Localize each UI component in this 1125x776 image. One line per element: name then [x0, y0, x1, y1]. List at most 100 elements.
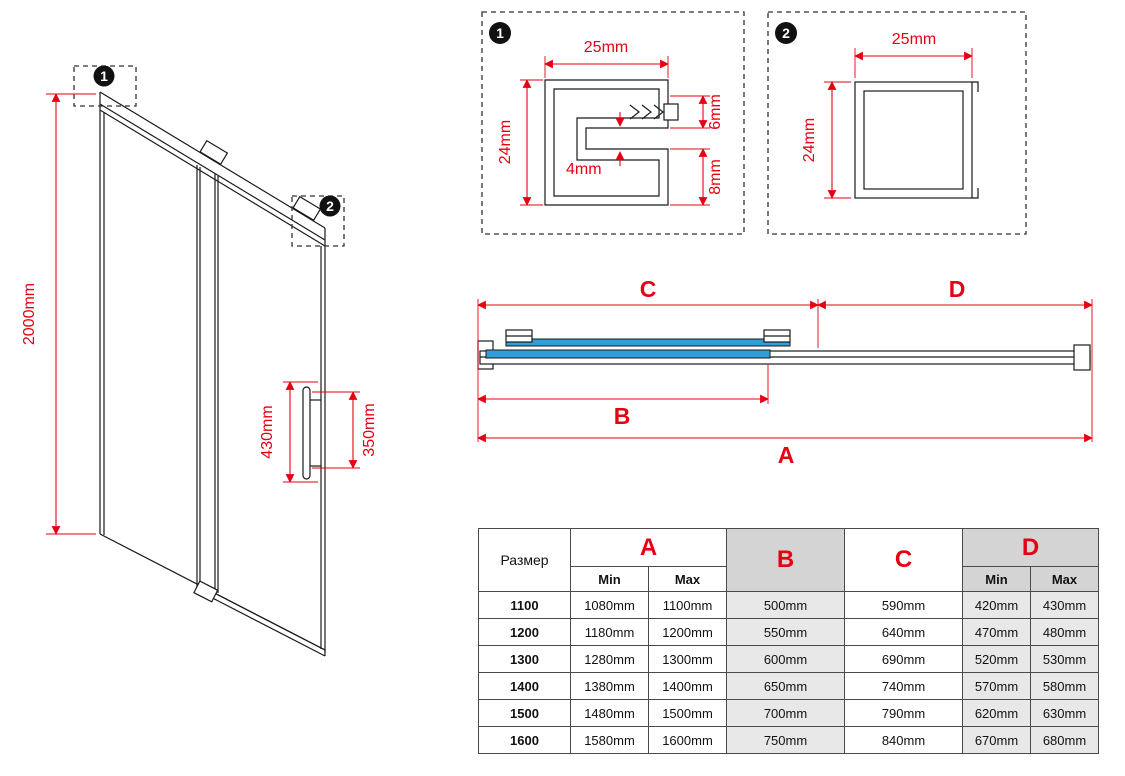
dimension-profile-width: 25mm — [544, 39, 669, 78]
cell-c: 640mm — [844, 618, 963, 646]
callout-1: 1 — [73, 65, 137, 107]
dimension-profile-height: 24mm — [497, 79, 543, 206]
cell-d-min: 670mm — [962, 726, 1031, 754]
cell-b: 750mm — [726, 726, 845, 754]
door-frame — [99, 91, 326, 657]
dim-label-b: B — [614, 403, 631, 429]
dim-label-24mm: 24mm — [497, 120, 514, 164]
dimension-d: D — [817, 276, 1093, 310]
plan-view: C D B A — [477, 276, 1093, 468]
cell-d-max: 680mm — [1030, 726, 1099, 754]
dim-label-d: D — [949, 276, 966, 302]
cell-b: 600mm — [726, 645, 845, 673]
cell-a-min: 1080mm — [570, 591, 649, 619]
callout-1-badge — [93, 65, 115, 87]
table-header-c: C — [844, 528, 963, 592]
cell-b: 650mm — [726, 672, 845, 700]
dim-label-24mm-2: 24mm — [801, 118, 818, 162]
cell-size: 1600 — [478, 726, 571, 754]
table-row: 1100 1080mm 1100mm 500mm 590mm 420mm 430… — [478, 591, 1099, 619]
cell-d-max: 530mm — [1030, 645, 1099, 673]
cell-size: 1400 — [478, 672, 571, 700]
door-elevation-view: 1 2 2000mm 430mm 350mm — [21, 65, 378, 657]
table-header-a-min: Min — [570, 566, 649, 592]
extension-lines — [477, 299, 1093, 442]
roller-left — [505, 329, 533, 343]
fixed-glass-edge — [214, 174, 219, 593]
dim-label-8mm: 8mm — [707, 159, 724, 195]
cell-a-max: 1300mm — [648, 645, 727, 673]
dim-label-25mm-2: 25mm — [892, 31, 936, 48]
cell-c: 790mm — [844, 699, 963, 727]
cell-c: 740mm — [844, 672, 963, 700]
dim-label-c: C — [640, 276, 657, 302]
cell-d-max: 430mm — [1030, 591, 1099, 619]
cell-d-max: 580mm — [1030, 672, 1099, 700]
callout-1-number: 1 — [100, 68, 108, 84]
detail-and-plan-views: 1 25mm 24mm — [477, 11, 1093, 468]
cell-d-max: 630mm — [1030, 699, 1099, 727]
cell-d-min: 570mm — [962, 672, 1031, 700]
callout-2-badge — [319, 195, 341, 217]
dimension-handle-350: 350mm — [312, 391, 378, 469]
glass-panel-lower — [485, 349, 771, 359]
cell-c: 690mm — [844, 645, 963, 673]
table-header-d: D — [962, 528, 1099, 567]
cell-a-max: 1400mm — [648, 672, 727, 700]
table-row: 1300 1280mm 1300mm 600mm 690mm 520mm 530… — [478, 645, 1099, 673]
dimension-b: B — [477, 394, 769, 429]
dimension-handle-430: 430mm — [259, 381, 318, 483]
roller-bracket-right — [292, 195, 322, 222]
table-header-row: Размер A B C D — [478, 528, 1099, 592]
cell-d-min: 420mm — [962, 591, 1031, 619]
cell-b: 700mm — [726, 699, 845, 727]
table-row: 1600 1580mm 1600mm 750mm 840mm 670mm 680… — [478, 726, 1099, 754]
table-header-a: A — [570, 528, 727, 567]
table-row: 1400 1380mm 1400mm 650mm 740mm 570mm 580… — [478, 672, 1099, 700]
cell-b: 500mm — [726, 591, 845, 619]
table-row: 1200 1180mm 1200mm 550mm 640mm 470mm 480… — [478, 618, 1099, 646]
bottom-guide — [193, 580, 219, 603]
square-profile-section — [854, 81, 979, 199]
cell-a-min: 1380mm — [570, 672, 649, 700]
cell-size: 1300 — [478, 645, 571, 673]
cell-size: 1500 — [478, 699, 571, 727]
table-header-a-max: Max — [648, 566, 727, 592]
dim-label-25mm: 25mm — [584, 39, 628, 56]
table-header-size: Размер — [478, 528, 571, 592]
dimension-a: A — [477, 433, 1093, 468]
dim-label-350mm: 350mm — [361, 403, 378, 456]
dim-label-a: A — [778, 442, 795, 468]
cell-b: 550mm — [726, 618, 845, 646]
dim-label-4mm: 4mm — [566, 161, 602, 178]
detail-1-badge-number: 1 — [496, 25, 504, 41]
cell-c: 840mm — [844, 726, 963, 754]
cell-d-min: 620mm — [962, 699, 1031, 727]
cell-a-min: 1280mm — [570, 645, 649, 673]
dim-label-2000mm: 2000mm — [21, 283, 38, 345]
cell-a-max: 1200mm — [648, 618, 727, 646]
cell-size: 1100 — [478, 591, 571, 619]
cell-a-min: 1580mm — [570, 726, 649, 754]
dimension-c: C — [477, 276, 819, 310]
cell-a-min: 1480mm — [570, 699, 649, 727]
cell-c: 590mm — [844, 591, 963, 619]
table-header-b: B — [726, 528, 845, 592]
detail-1-badge — [489, 22, 511, 44]
cell-a-max: 1600mm — [648, 726, 727, 754]
size-table: Размер A B C D Min Max Min Max 1100 1080… — [478, 528, 1099, 754]
cell-a-max: 1100mm — [648, 591, 727, 619]
cell-a-min: 1180mm — [570, 618, 649, 646]
wall-profile-section — [544, 79, 669, 206]
dimension-gap-top: 6mm — [670, 94, 724, 130]
cell-d-min: 520mm — [962, 645, 1031, 673]
dimension-glass-slot: 4mm — [566, 112, 625, 178]
roller-bracket-left — [199, 139, 229, 166]
cell-a-max: 1500mm — [648, 699, 727, 727]
door-handle — [302, 386, 321, 480]
dimension-square-width: 25mm — [854, 31, 973, 78]
dimension-door-height: 2000mm — [21, 93, 96, 535]
callout-2-number: 2 — [326, 198, 334, 214]
dimension-square-height: 24mm — [801, 81, 851, 199]
